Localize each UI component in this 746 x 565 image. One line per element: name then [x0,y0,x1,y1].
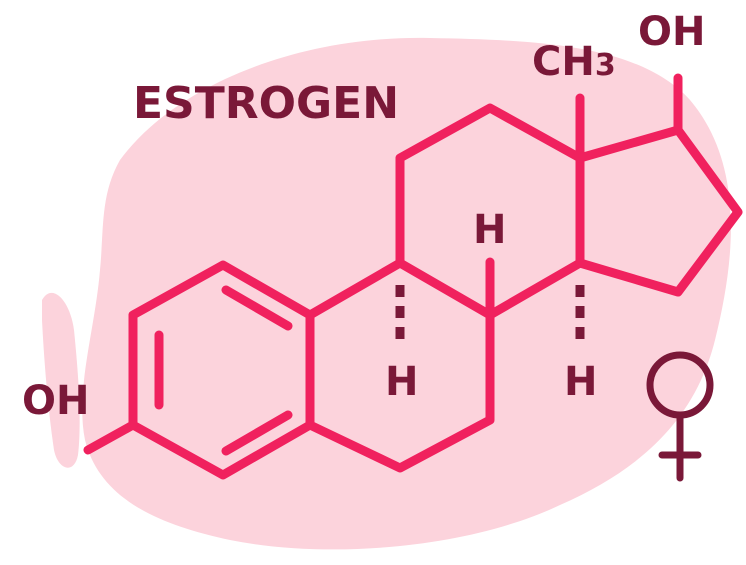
ring-d [575,125,743,297]
ring-c [395,103,585,320]
h-left-label: H [385,359,418,405]
h-top-label: H [473,207,506,253]
pink-stroke-left [42,292,80,468]
ch3-main: CH [532,39,595,85]
title-text: ESTROGEN [133,78,399,129]
oh-left-bond [83,420,138,455]
female-symbol-icon [646,351,714,482]
pink-blob-background [82,37,731,550]
molecule-bonds [83,73,743,480]
ch3-subscript: 3 [595,48,616,83]
ring-a-double-bond-3 [221,410,293,456]
oh-left-label: OH [22,378,89,424]
ch3-label: CH3 [532,39,616,85]
h-right-label: H [564,359,597,405]
ring-a-double-bond-2 [221,285,293,331]
ring-b [305,258,495,473]
oh-top-label: OH [638,9,705,55]
